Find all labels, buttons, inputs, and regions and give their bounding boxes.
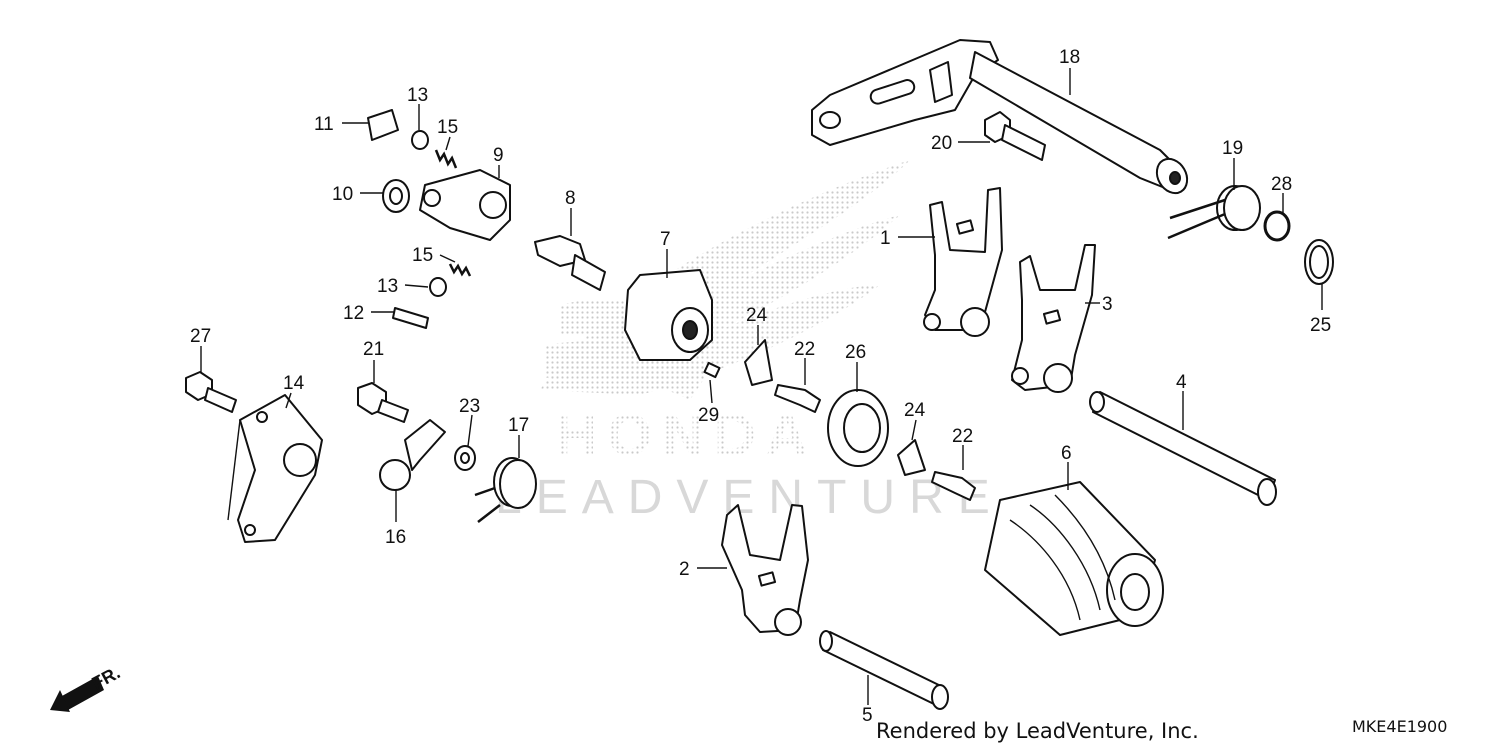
callout-19: 19	[1222, 138, 1243, 159]
callout-8: 8	[565, 188, 576, 209]
callout-22b: 22	[952, 426, 973, 447]
part-25-washer	[1304, 239, 1334, 285]
part-2-shift-fork	[721, 504, 809, 636]
callout-10: 10	[332, 184, 353, 205]
callout-25: 25	[1310, 315, 1331, 336]
part-27-bolt	[185, 371, 237, 413]
part-12-pin	[392, 307, 429, 329]
callout-4: 4	[1176, 372, 1187, 393]
callout-2: 2	[679, 559, 690, 580]
part-13-pin	[429, 277, 447, 297]
callout-14: 14	[283, 373, 305, 394]
part-24-plate	[744, 339, 926, 476]
part-28-circlip	[1263, 210, 1291, 242]
front-direction-arrow-icon: FR.	[50, 662, 123, 712]
part-1-shift-fork	[923, 187, 1003, 337]
callout-9: 9	[493, 145, 504, 166]
callout-29: 29	[698, 405, 719, 426]
part-11-block	[367, 109, 399, 141]
callout-24b: 24	[904, 400, 926, 421]
callout-15a: 15	[437, 117, 458, 138]
callout-7: 7	[660, 229, 671, 250]
part-5-fork-shaft	[819, 630, 949, 710]
part-9-stopper-arm	[419, 169, 511, 241]
callout-26: 26	[845, 342, 866, 363]
callout-28: 28	[1271, 174, 1292, 195]
part-21-bolt	[357, 382, 409, 423]
part-15-spring	[434, 149, 458, 169]
render-credit: Rendered by LeadVenture, Inc.	[876, 719, 1199, 743]
part-14-guide-plate	[237, 394, 323, 543]
part-20-bolt	[984, 111, 1046, 161]
callout-16: 16	[385, 527, 406, 548]
callout-22a: 22	[794, 339, 815, 360]
callout-27: 27	[190, 326, 211, 347]
part-15-spring	[448, 263, 472, 277]
callout-13a: 13	[407, 85, 428, 106]
part-3-shift-fork	[1011, 244, 1096, 393]
callout-11: 11	[314, 114, 334, 135]
part-7-shift-drum-center	[624, 269, 713, 361]
watermark-text: LEADVENTURE	[495, 471, 1004, 524]
part-22-bolt	[774, 384, 976, 501]
callout-12: 12	[343, 303, 364, 324]
part-19-spring	[1167, 185, 1261, 240]
part-13-pin	[411, 130, 429, 150]
part-17-spring	[474, 457, 537, 523]
part-18-shift-spindle	[811, 39, 1189, 195]
callout-6: 6	[1061, 443, 1072, 464]
part-6-shift-drum	[984, 481, 1164, 636]
callout-24a: 24	[746, 305, 768, 326]
callout-labels: 1 2 3 4 5 6 7 8 9 10 11 12 13 13 14 15 1…	[190, 47, 1331, 726]
part-4-fork-shaft	[1089, 391, 1277, 506]
callout-13b: 13	[377, 276, 398, 297]
callout-3: 3	[1102, 294, 1113, 315]
callout-15b: 15	[412, 245, 433, 266]
callout-17: 17	[508, 415, 529, 436]
part-23-washer	[454, 445, 476, 471]
callout-5: 5	[862, 705, 873, 726]
leader-lines	[200, 68, 1323, 705]
callout-23: 23	[459, 396, 480, 417]
part-16-roller	[379, 419, 446, 491]
callout-18: 18	[1059, 47, 1080, 68]
part-26-oil-seal	[827, 389, 889, 467]
part-29-pin	[703, 361, 721, 379]
callout-1: 1	[880, 228, 891, 249]
callout-21: 21	[363, 339, 384, 360]
diagram-code: MKE4E1900	[1352, 717, 1448, 736]
callout-20: 20	[931, 133, 952, 154]
part-10-collar	[382, 179, 410, 213]
part-8-bolt	[534, 235, 606, 291]
watermark-logo-text: HONDA	[555, 403, 818, 468]
